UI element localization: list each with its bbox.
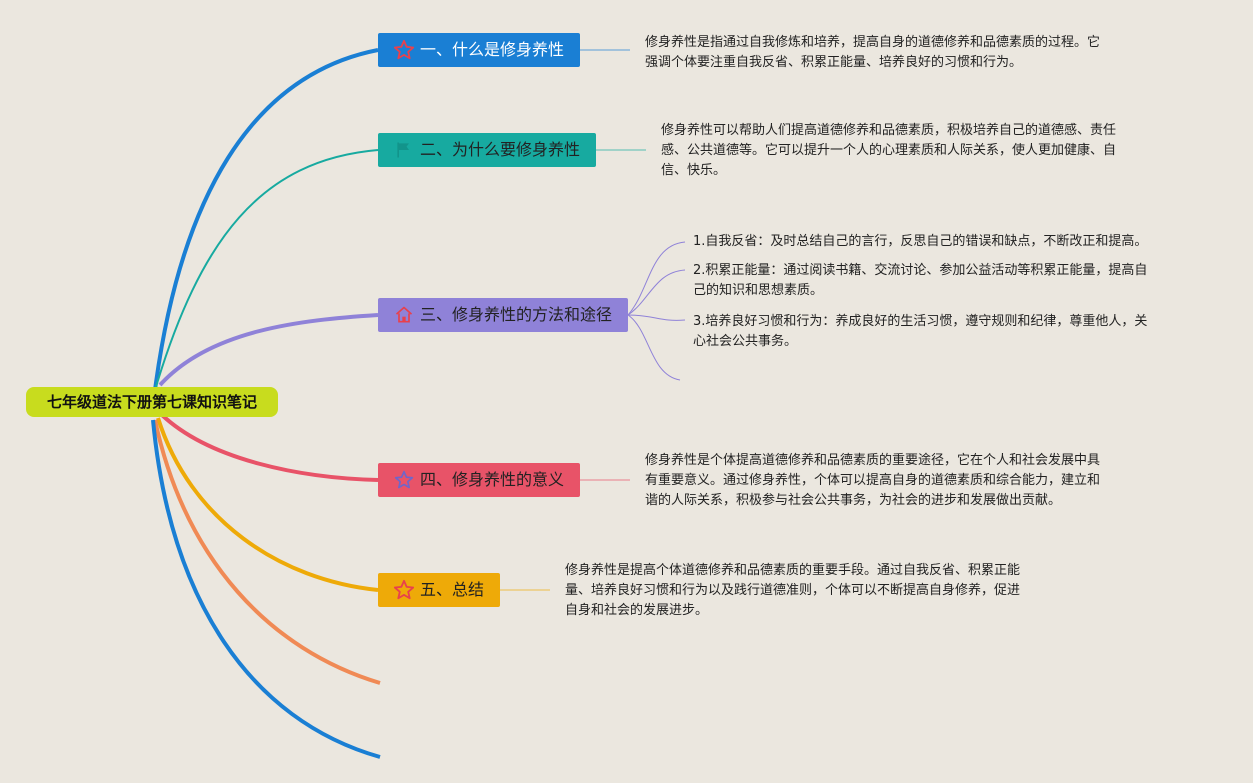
note-line: 修身养性是指通过自我修炼和培养，提高自身的道德修养和品德素质的过程。它 — [645, 35, 1101, 50]
sub-connector-1 — [627, 241, 686, 316]
star-outline-icon — [392, 38, 416, 62]
note-line: 强调个体要注重自我反省、积累正能量、培养良好的习惯和行为。 — [645, 55, 1023, 70]
sub-line: 己的知识和思想素质。 — [693, 283, 824, 298]
note-line: 修身养性是个体提高道德修养和品德素质的重要途径，它在个人和社会发展中具 — [645, 453, 1101, 468]
topic-label: 四、修身养性的意义 — [420, 470, 565, 489]
branch-line-extra-orange — [153, 419, 381, 685]
note-topic-5: 修身养性是提高个体道德修养和品德素质的重要手段。通过自我反省、积累正能 量、培养… — [565, 561, 1020, 621]
branch-line-topic-4 — [160, 413, 379, 482]
note-line: 信、快乐。 — [661, 163, 727, 178]
sub-line: 1.自我反省：及时总结自己的言行，反思自己的错误和缺点，不断改正和提高。 — [693, 234, 1148, 249]
note-line: 谐的人际关系，积极参与社会公共事务，为社会的进步和发展做出贡献。 — [645, 493, 1062, 508]
flag-icon — [392, 138, 416, 162]
sub-connector-3 — [627, 314, 686, 321]
central-topic[interactable]: 七年级道法下册第七课知识笔记 — [26, 387, 278, 417]
sub-line: 心社会公共事务。 — [693, 334, 798, 349]
star-outline-icon — [392, 468, 416, 492]
sub-connector-4 — [627, 314, 681, 381]
star-outline-icon — [392, 578, 416, 602]
subtopic-3[interactable]: 3.培养良好习惯和行为：养成良好的生活习惯，遵守规则和纪律，尊重他人，关 心社会… — [693, 312, 1147, 352]
note-line: 量、培养良好习惯和行为以及践行道德准则，个体可以不断提高自身修养，促进 — [565, 583, 1021, 598]
subtopic-1[interactable]: 1.自我反省：及时总结自己的言行，反思自己的错误和缺点，不断改正和提高。 — [693, 232, 1147, 252]
sub-line: 3.培养良好习惯和行为：养成良好的生活习惯，遵守规则和纪律，尊重他人，关 — [693, 314, 1148, 329]
topic-significance[interactable]: 四、修身养性的意义 — [378, 463, 580, 497]
topic-why[interactable]: 二、为什么要修身养性 — [378, 133, 596, 167]
note-line: 修身养性可以帮助人们提高道德修养和品德素质，积极培养自己的道德感、责任 — [661, 123, 1117, 138]
note-line: 感、公共道德等。它可以提升一个人的心理素质和人际关系，使人更加健康、自 — [661, 143, 1117, 158]
topic-label: 二、为什么要修身养性 — [420, 140, 581, 159]
branch-line-topic-3 — [158, 313, 379, 387]
topic-summary[interactable]: 五、总结 — [378, 573, 500, 607]
branch-line-topic-5 — [156, 417, 379, 592]
note-topic-1: 修身养性是指通过自我修炼和培养，提高自身的道德修养和品德素质的过程。它 强调个体… — [645, 33, 1100, 73]
topic-methods[interactable]: 三、修身养性的方法和途径 — [378, 298, 628, 332]
house-icon — [392, 303, 416, 327]
note-line: 修身养性是提高个体道德修养和品德素质的重要手段。通过自我反省、积累正能 — [565, 563, 1021, 578]
sub-line: 2.积累正能量：通过阅读书籍、交流讨论、参加公益活动等积累正能量，提高自 — [693, 263, 1148, 278]
note-topic-4: 修身养性是个体提高道德修养和品德素质的重要途径，它在个人和社会发展中具 有重要意… — [645, 451, 1100, 511]
note-line: 自身和社会的发展进步。 — [565, 603, 709, 618]
topic-what-is[interactable]: 一、什么是修身养性 — [378, 33, 580, 67]
sub-connector-2 — [627, 269, 686, 316]
branch-line-extra-blue — [151, 419, 381, 759]
branch-line-topic-1 — [153, 48, 379, 391]
topic-label: 五、总结 — [420, 580, 485, 599]
note-topic-2: 修身养性可以帮助人们提高道德修养和品德素质，积极培养自己的道德感、责任 感、公共… — [661, 121, 1116, 181]
topic-label: 三、修身养性的方法和途径 — [420, 305, 613, 324]
note-line: 有重要意义。通过修身养性，个体可以提高自身的道德素质和综合能力，建立和 — [645, 473, 1101, 488]
topic-label: 一、什么是修身养性 — [420, 40, 565, 59]
branch-line-topic-2 — [154, 149, 379, 391]
subtopic-2[interactable]: 2.积累正能量：通过阅读书籍、交流讨论、参加公益活动等积累正能量，提高自 己的知… — [693, 261, 1147, 301]
